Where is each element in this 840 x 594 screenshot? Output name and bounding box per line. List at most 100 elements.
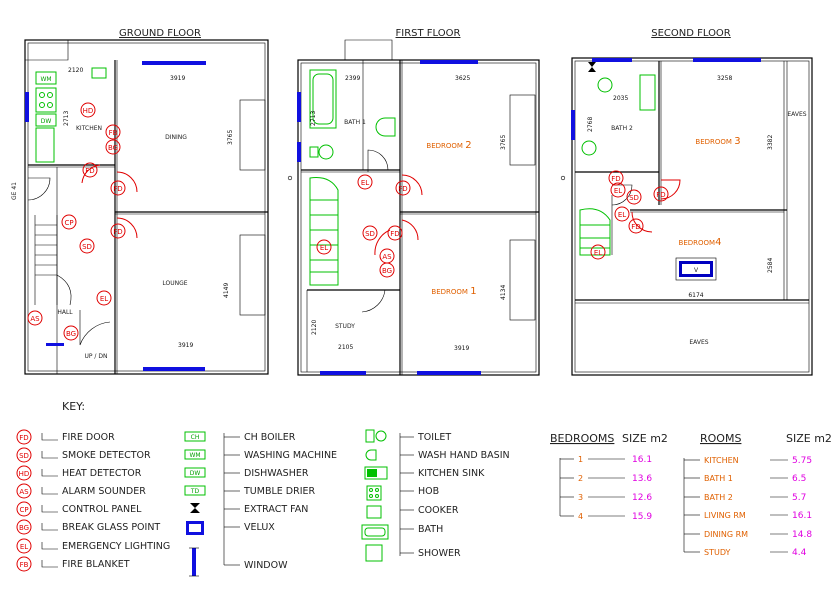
svg-text:BG: BG — [382, 267, 392, 275]
svg-text:SHOWER: SHOWER — [418, 548, 461, 559]
svg-text:4: 4 — [578, 512, 583, 521]
room-label-bath-1: BATH 1 — [344, 119, 366, 126]
legend-basin-icon — [365, 449, 377, 461]
svg-text:3919: 3919 — [178, 342, 193, 349]
bath-2-basin-icon — [581, 140, 597, 156]
svg-text:EL: EL — [20, 543, 28, 551]
ground-window-kitchen — [25, 92, 29, 122]
room-label-hall: HALL — [57, 309, 73, 316]
ground-floor-title: GROUND FLOOR — [119, 28, 201, 39]
svg-text:EMERGENCY LIGHTING: EMERGENCY LIGHTING — [62, 541, 170, 552]
svg-text:15.9: 15.9 — [632, 512, 652, 522]
svg-text:FD: FD — [398, 185, 407, 193]
kitchen-sink-icon — [35, 127, 55, 163]
hob-icon — [35, 87, 57, 113]
svg-text:EL: EL — [614, 187, 622, 195]
svg-text:GE 41: GE 41 — [11, 182, 18, 200]
svg-text:EXTRACT FAN: EXTRACT FAN — [244, 504, 308, 515]
legend-appliances: CH WM DW TD CH BOILER WASHING MACHINE DI… — [184, 431, 337, 577]
svg-text:SIZE m2: SIZE m2 — [622, 432, 668, 445]
dishwasher-icon — [35, 113, 57, 127]
svg-text:V: V — [694, 267, 699, 274]
svg-text:5.75: 5.75 — [792, 456, 812, 466]
room-label-eaves-bottom: EAVES — [689, 339, 708, 346]
svg-text:FB: FB — [20, 561, 29, 569]
svg-text:EL: EL — [361, 179, 369, 187]
svg-text:AS: AS — [19, 488, 29, 496]
second-floor-title: SECOND FLOOR — [651, 28, 731, 39]
svg-text:HD: HD — [19, 470, 30, 478]
legend-fire-door: FD FIRE DOOR — [16, 429, 115, 445]
rooms-table-title: ROOMS — [700, 432, 741, 445]
ground-window-rear — [142, 61, 206, 65]
svg-text:DW: DW — [41, 118, 52, 125]
svg-text:FD: FD — [113, 228, 122, 236]
svg-text:VELUX: VELUX — [244, 522, 275, 533]
svg-text:2584: 2584 — [767, 258, 774, 273]
bedrooms-table-title: BEDROOMS — [550, 432, 614, 445]
svg-text:WM: WM — [189, 452, 200, 459]
svg-text:TUMBLE DRIER: TUMBLE DRIER — [243, 486, 316, 497]
svg-text:3919: 3919 — [454, 345, 469, 352]
svg-text:14.8: 14.8 — [792, 530, 812, 540]
second-stairs — [579, 195, 613, 256]
ground-dim-top-right: 3919 — [170, 75, 185, 82]
svg-text:BATH 2: BATH 2 — [704, 493, 733, 502]
svg-text:EL: EL — [320, 244, 328, 252]
svg-text:1: 1 — [578, 455, 583, 464]
svg-text:4149: 4149 — [223, 283, 230, 298]
room-label-study: STUDY — [335, 323, 355, 330]
first-floor-plan: FIRST FLOOR — [287, 28, 540, 376]
svg-text:TOILET: TOILET — [417, 432, 451, 443]
svg-text:3765: 3765 — [500, 135, 507, 150]
room-label-bedroom-1: BEDROOM 1 — [431, 286, 476, 297]
svg-text:3765: 3765 — [227, 130, 234, 145]
svg-text:5.7: 5.7 — [792, 493, 806, 503]
room-label-dining: DINING — [165, 134, 187, 141]
svg-text:CP: CP — [19, 506, 28, 514]
svg-text:CONTROL PANEL: CONTROL PANEL — [62, 504, 142, 515]
svg-text:SD: SD — [82, 243, 92, 251]
extract-fan-icon — [588, 62, 596, 72]
legend-heat-detector: HD HEAT DETECTOR — [16, 465, 142, 481]
room-label-kitchen: KITCHEN — [76, 125, 102, 132]
svg-text:FIRE DOOR: FIRE DOOR — [62, 432, 115, 443]
svg-text:FD: FD — [19, 434, 28, 442]
svg-text:HEAT DETECTOR: HEAT DETECTOR — [62, 468, 142, 479]
svg-text:FD: FD — [113, 185, 122, 193]
svg-text:BG: BG — [108, 144, 118, 152]
svg-text:EL: EL — [100, 295, 108, 303]
boiler-icon — [91, 67, 107, 79]
washing-machine-icon — [35, 71, 57, 85]
svg-text:DINING RM: DINING RM — [704, 530, 748, 539]
svg-text:2105: 2105 — [338, 344, 353, 351]
svg-text:KITCHEN SINK: KITCHEN SINK — [418, 468, 485, 479]
svg-text:2035: 2035 — [613, 95, 628, 102]
svg-text:WM: WM — [40, 76, 51, 83]
legend-shower-icon — [365, 544, 383, 562]
legend-kitchen-sink-icon — [364, 466, 388, 480]
legend-fixtures: TOILET WASH HAND BASIN KITCHEN SINK HOB … — [361, 429, 510, 562]
svg-text:BREAK GLASS POINT: BREAK GLASS POINT — [62, 522, 160, 533]
svg-text:4.4: 4.4 — [792, 548, 807, 558]
svg-text:3258: 3258 — [717, 75, 732, 82]
svg-text:KITCHEN: KITCHEN — [704, 456, 739, 465]
svg-text:AS: AS — [382, 253, 392, 261]
svg-text:FD: FD — [390, 230, 399, 238]
svg-text:FD: FD — [631, 223, 640, 231]
legend-control-panel: CP CONTROL PANEL — [16, 501, 142, 517]
svg-text:3382: 3382 — [767, 135, 774, 150]
svg-text:DW: DW — [190, 470, 201, 477]
legend-emergency-lighting: EL EMERGENCY LIGHTING — [16, 538, 170, 554]
ground-dim-top-left: 2120 — [68, 67, 83, 74]
